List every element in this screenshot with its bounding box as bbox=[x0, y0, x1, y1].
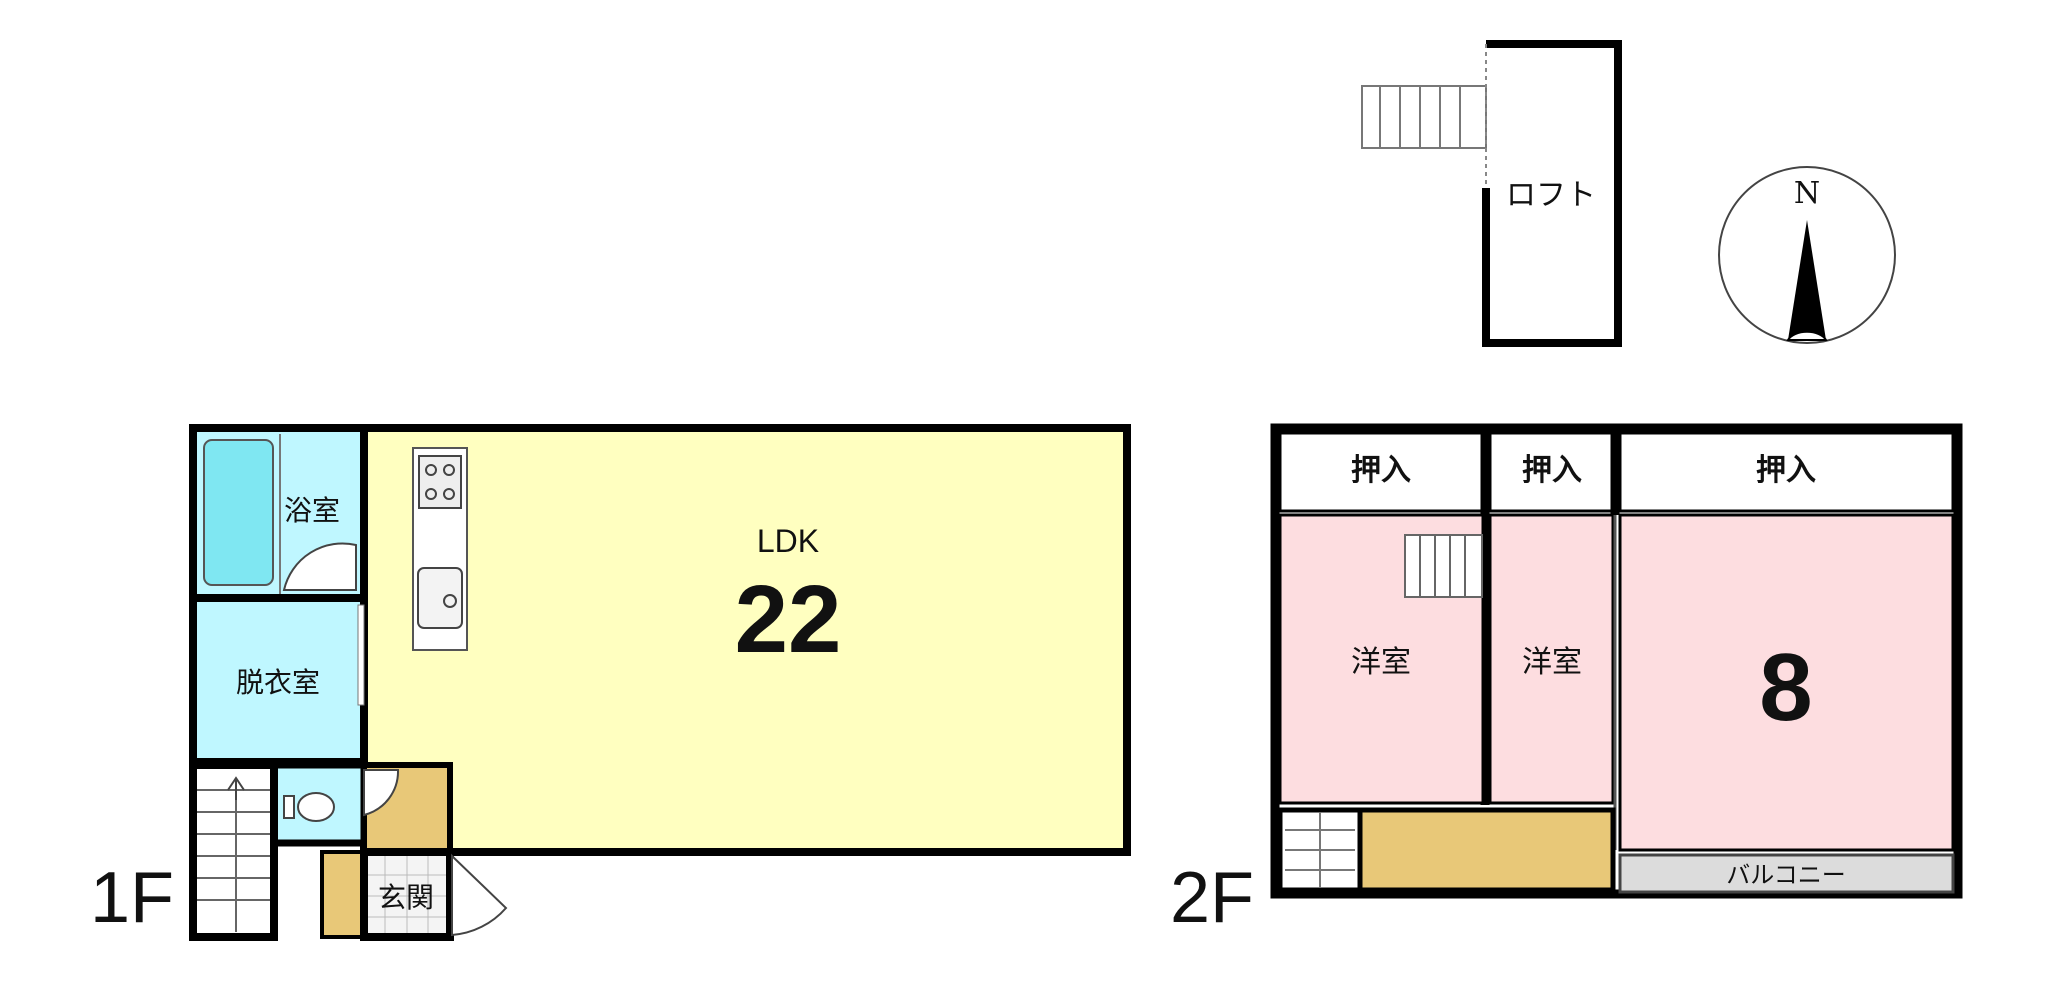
floor-label-2f: 2F bbox=[1170, 858, 1254, 938]
balcony-label: バルコニー bbox=[1726, 861, 1846, 889]
entrance-door-swing bbox=[451, 853, 508, 937]
balcony bbox=[1618, 853, 1955, 894]
closet-left bbox=[1278, 431, 1487, 513]
floor-label-1f: 1F bbox=[90, 858, 174, 938]
large-room bbox=[1618, 513, 1955, 852]
toilet-bowl bbox=[297, 792, 335, 822]
first-floor-stairs bbox=[189, 761, 278, 941]
bath-door-swing bbox=[282, 542, 357, 591]
closet-middle bbox=[1488, 431, 1617, 513]
hallway-2f bbox=[1357, 807, 1616, 893]
stove bbox=[418, 455, 462, 509]
western-room-middle bbox=[1488, 513, 1615, 805]
north-label: N bbox=[1794, 176, 1820, 211]
bath-label: 浴室 bbox=[284, 494, 340, 527]
closet-right bbox=[1618, 431, 1955, 513]
second-floor-plan: 押入 押入 押入 洋室 洋室 8 バルコニー 2F bbox=[1170, 423, 1963, 938]
loft-ladder-2f bbox=[1404, 534, 1483, 598]
ldk-size: 22 bbox=[735, 566, 842, 673]
loft-room bbox=[1482, 40, 1622, 347]
entrance-step bbox=[320, 850, 366, 939]
entrance-label: 玄関 bbox=[378, 881, 434, 914]
dressing-label: 脱衣室 bbox=[236, 666, 320, 699]
dressing-room bbox=[189, 594, 368, 766]
north-compass: N bbox=[1718, 166, 1896, 344]
first-floor-plan: 浴室 脱衣室 玄関 LDK 22 1F bbox=[90, 424, 1131, 941]
ldk-room bbox=[360, 424, 1131, 856]
closet-left-label: 押入 bbox=[1351, 453, 1411, 488]
north-arrow bbox=[1788, 220, 1826, 340]
loft-label: ロフト bbox=[1506, 178, 1596, 213]
western-left-label: 洋室 bbox=[1351, 645, 1411, 680]
loft-plan: ロフト bbox=[1361, 40, 1622, 347]
ldk-label: LDK bbox=[757, 523, 819, 559]
closet-right-label: 押入 bbox=[1756, 453, 1816, 488]
room-size-label: 8 bbox=[1759, 634, 1812, 741]
bathtub bbox=[203, 439, 274, 586]
sink bbox=[417, 567, 463, 629]
closet-middle-label: 押入 bbox=[1522, 453, 1582, 488]
western-middle-label: 洋室 bbox=[1522, 645, 1582, 680]
